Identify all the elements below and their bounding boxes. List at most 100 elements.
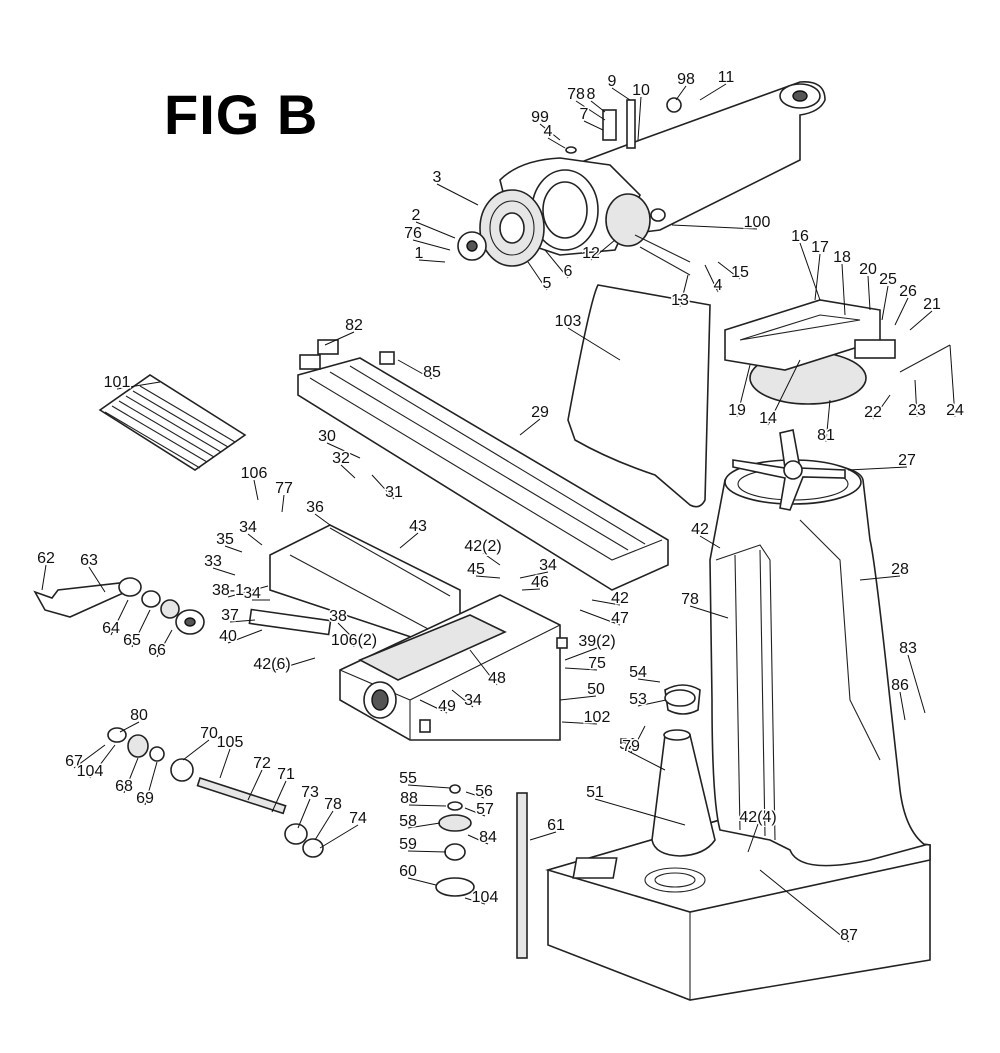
leader-line [559, 695, 597, 701]
callout-number: 98 [677, 71, 695, 88]
callout-number: 9 [608, 73, 617, 90]
leader-line [227, 629, 263, 644]
callout-number: 72 [253, 755, 271, 772]
callout-number: 87 [840, 927, 858, 944]
leader-line [89, 744, 116, 779]
callout-number: 16 [791, 228, 809, 245]
callout-number: 103 [555, 313, 582, 330]
leader-line [747, 823, 759, 853]
callout-number: 69 [136, 790, 154, 807]
leader-line [527, 261, 548, 291]
leader-line [909, 310, 933, 331]
leader-line [717, 261, 741, 280]
callout-number: 35 [216, 531, 234, 548]
leader-line [881, 285, 889, 321]
leader-line [675, 85, 687, 101]
callout-number: 42 [691, 521, 709, 538]
callout-number: 53 [629, 691, 647, 708]
leader-line [397, 359, 433, 380]
leader-line [227, 585, 269, 598]
callout-number: 106 [241, 465, 268, 482]
callout-number: 61 [547, 817, 565, 834]
leader-line [914, 379, 918, 418]
leader-line [407, 822, 441, 829]
leader-line [371, 474, 395, 500]
callout-number: 15 [731, 264, 749, 281]
leader-line [521, 588, 541, 591]
leader-line [567, 327, 621, 361]
leader-line [529, 831, 557, 841]
ram-assembly [457, 81, 826, 276]
callout-number: 20 [859, 261, 877, 278]
callout-number: 34 [539, 557, 557, 574]
callout-number: 26 [899, 283, 917, 300]
callout-number: 59 [399, 836, 417, 853]
callout-number: 11 [718, 69, 735, 86]
callout-number: 7 [580, 106, 589, 123]
leader-line [319, 824, 359, 849]
leader-line [949, 344, 956, 418]
leader-line [872, 394, 891, 420]
leader-line [579, 609, 621, 626]
callout-number: 54 [629, 664, 647, 681]
callout-number: 36 [306, 499, 324, 516]
leader-line [799, 242, 821, 301]
leader-line [297, 798, 311, 829]
callout-number: 57 [476, 801, 494, 818]
callout-number: 8 [587, 86, 596, 103]
callout-number: 82 [345, 317, 363, 334]
callout-number: 85 [423, 364, 441, 381]
leader-line [841, 263, 846, 316]
callout-number: 42(6) [253, 656, 290, 673]
leader-line [630, 725, 646, 754]
leader-line [583, 120, 604, 131]
callout-number: 66 [148, 642, 166, 659]
leader-line [859, 575, 901, 581]
callout-number: 56 [475, 783, 493, 800]
leader-line [704, 264, 719, 293]
callout-number: 17 [811, 239, 829, 256]
callout-number: 76 [404, 225, 422, 242]
leader-line [627, 750, 666, 771]
way-cover [567, 284, 711, 508]
callout-number: 33 [204, 553, 222, 570]
callout-number: 5 [543, 275, 552, 292]
callout-number: 38-1 [212, 582, 244, 599]
leader-line [539, 123, 561, 141]
callout-number: 65 [123, 632, 141, 649]
callout-number: 25 [879, 271, 897, 288]
callout-number: 43 [409, 518, 427, 535]
leader-line [561, 721, 598, 725]
leader-line [451, 689, 474, 708]
callout-number: 42(2) [464, 538, 501, 555]
leader-line [465, 791, 485, 799]
leader-line [407, 877, 437, 886]
callout-number: 22 [864, 404, 882, 421]
callout-number: 10 [632, 82, 650, 99]
leader-line [281, 494, 285, 513]
leader-line [637, 699, 667, 707]
callout-number: 104 [472, 889, 499, 906]
leader-line [564, 647, 598, 661]
leader-line [519, 571, 549, 579]
leader-line [212, 567, 236, 576]
callout-number: 101 [104, 374, 131, 391]
leader-line [436, 183, 479, 206]
callout-number: 105 [217, 734, 244, 751]
elevating-nut [664, 689, 696, 707]
leader-line [119, 721, 140, 733]
callout-number: 62 [37, 550, 55, 567]
leader-line [482, 552, 501, 566]
callout-number: 47 [611, 610, 629, 627]
leader-line [591, 599, 621, 606]
callout-number: 104 [77, 763, 104, 780]
callout-number: 88 [400, 790, 418, 807]
leader-line [144, 761, 158, 806]
leader-line [464, 807, 486, 817]
leader-line [408, 804, 447, 807]
leader-line [349, 634, 355, 648]
leader-line [899, 691, 906, 721]
leader-line [116, 381, 161, 390]
leader-line [736, 364, 751, 418]
